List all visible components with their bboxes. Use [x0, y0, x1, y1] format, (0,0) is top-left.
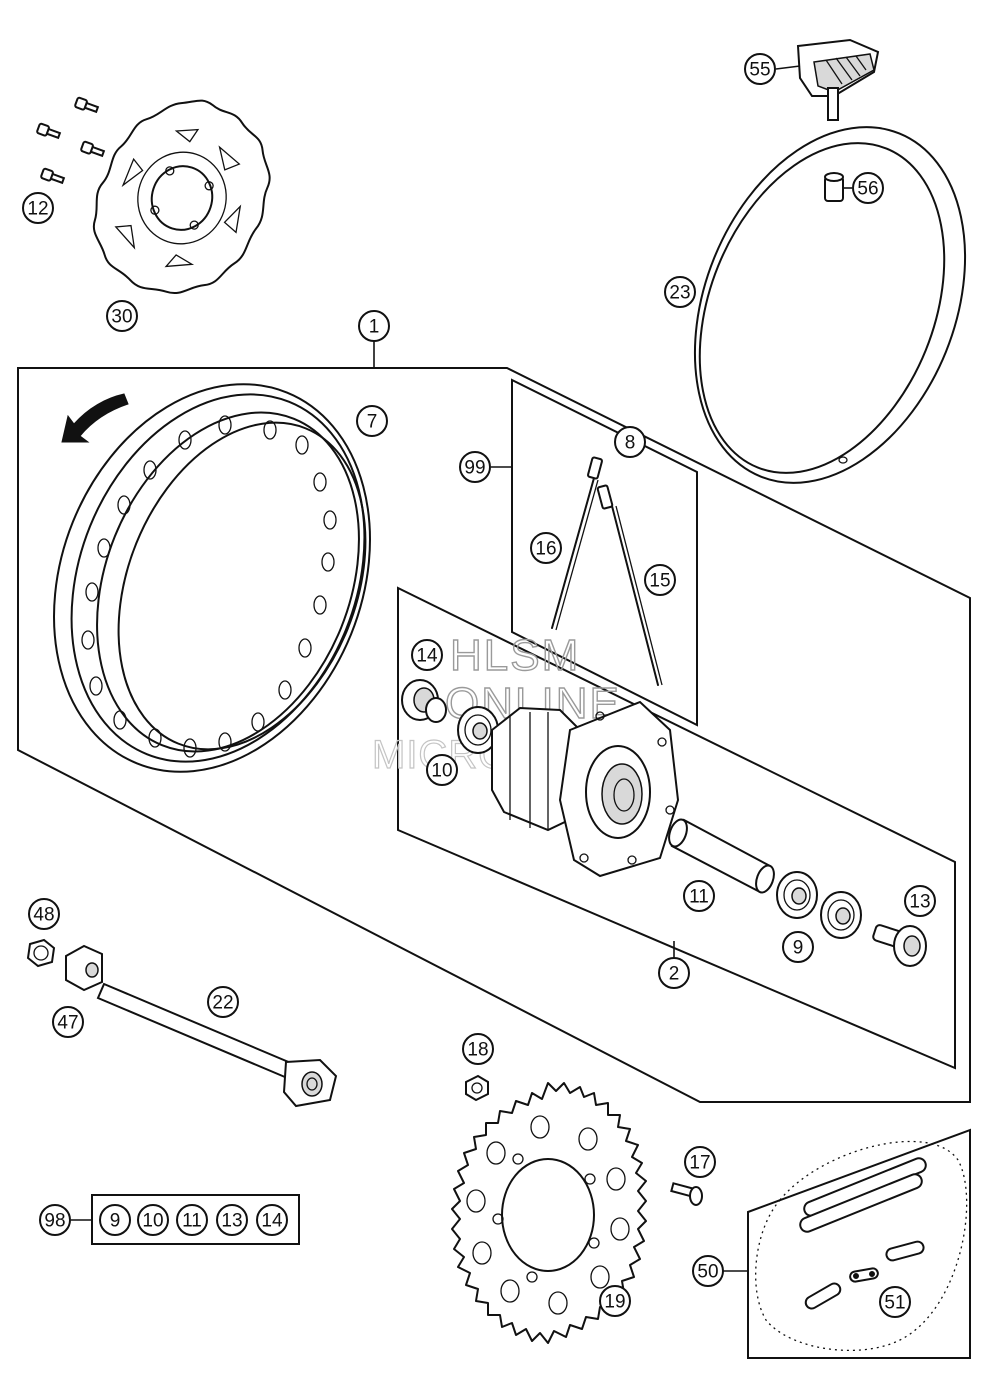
- callout-18: 18: [462, 1033, 494, 1065]
- callout-11: 11: [683, 880, 715, 912]
- callout-13: 13: [904, 885, 936, 917]
- svg-text:30: 30: [111, 307, 132, 328]
- kit-callout-11: 11: [176, 1204, 208, 1236]
- callout-7: 7: [356, 405, 388, 437]
- axle-nut: [26, 938, 56, 968]
- disc-bolts: [36, 96, 106, 185]
- svg-text:14: 14: [261, 1211, 283, 1232]
- callout-51: 51: [879, 1286, 911, 1318]
- callout-98: 98: [39, 1204, 71, 1236]
- chain-adjuster-left: [65, 944, 103, 992]
- chain-frame: [747, 1128, 971, 1359]
- callout-16: 16: [530, 532, 562, 564]
- svg-text:8: 8: [625, 433, 636, 454]
- wheel-hub: [491, 700, 680, 878]
- sprocket-nut: [465, 1074, 489, 1102]
- svg-text:HLSM: HLSM: [450, 631, 580, 680]
- kit-callout-9: 9: [99, 1204, 131, 1236]
- svg-text:98: 98: [44, 1211, 65, 1232]
- sprocket-bolt: [670, 1182, 703, 1206]
- callout-56: 56: [852, 172, 884, 204]
- svg-text:55: 55: [749, 60, 770, 81]
- spacer-bushing: [872, 924, 927, 967]
- callout-23: 23: [664, 276, 696, 308]
- kit-callout-10: 10: [137, 1204, 169, 1236]
- callout-1: 1: [358, 310, 390, 342]
- hub-assembly-frame: [397, 586, 956, 1070]
- callout-9: 9: [782, 931, 814, 963]
- svg-text:48: 48: [33, 905, 54, 926]
- svg-text:2: 2: [669, 964, 680, 985]
- svg-text:16: 16: [535, 539, 556, 560]
- drive-chain: [755, 1140, 968, 1351]
- svg-text:56: 56: [857, 179, 878, 200]
- leader-lines: [71, 65, 852, 1272]
- callout-14: 14: [411, 639, 443, 671]
- svg-text:18: 18: [467, 1040, 488, 1061]
- svg-text:19: 19: [604, 1292, 625, 1313]
- svg-text:14: 14: [416, 646, 438, 667]
- svg-text:99: 99: [464, 458, 485, 479]
- callout-19: 19: [599, 1285, 631, 1317]
- wheel-bearing-right: [776, 871, 862, 939]
- svg-text:17: 17: [689, 1153, 710, 1174]
- svg-text:11: 11: [182, 1211, 202, 1232]
- svg-text:13: 13: [909, 892, 930, 913]
- svg-text:13: 13: [221, 1211, 242, 1232]
- kit-callout-14: 14: [256, 1204, 288, 1236]
- rim-lock: [796, 38, 880, 121]
- svg-text:9: 9: [793, 938, 804, 959]
- svg-text:10: 10: [142, 1211, 163, 1232]
- svg-text:50: 50: [697, 1262, 718, 1283]
- rim: [53, 383, 371, 773]
- brake-disc: [92, 99, 271, 294]
- callout-10: 10: [426, 754, 458, 786]
- callout-15: 15: [644, 564, 676, 596]
- svg-text:7: 7: [367, 412, 378, 433]
- rear-sprocket: [451, 1082, 647, 1344]
- callout-8: 8: [614, 426, 646, 458]
- svg-text:12: 12: [27, 199, 48, 220]
- kit-callout-13: 13: [216, 1204, 248, 1236]
- callout-48: 48: [28, 898, 60, 930]
- rim-tape: [693, 126, 967, 484]
- callout-99: 99: [459, 451, 491, 483]
- valve-nut: [824, 172, 844, 202]
- callout-50: 50: [692, 1255, 724, 1287]
- svg-text:22: 22: [212, 993, 233, 1014]
- svg-text:11: 11: [689, 887, 709, 908]
- distance-tube: [668, 818, 775, 894]
- svg-text:15: 15: [649, 571, 670, 592]
- wheel-assembly-frame: [17, 367, 971, 1103]
- callout-30: 30: [106, 300, 138, 332]
- svg-text:51: 51: [884, 1293, 905, 1314]
- wheel-axle: [96, 982, 338, 1108]
- callout-17: 17: [684, 1146, 716, 1178]
- callout-55: 55: [744, 53, 776, 85]
- rotation-direction-arrow-icon: [61, 393, 129, 443]
- callout-47: 47: [52, 1006, 84, 1038]
- callout-22: 22: [207, 986, 239, 1018]
- svg-text:10: 10: [431, 761, 452, 782]
- spokes: [551, 456, 663, 686]
- svg-text:9: 9: [110, 1211, 121, 1232]
- svg-text:23: 23: [669, 283, 690, 304]
- shaft-seal-left: [401, 679, 447, 723]
- callout-2: 2: [658, 957, 690, 989]
- callout-12: 12: [22, 192, 54, 224]
- svg-text:1: 1: [369, 317, 380, 338]
- chain-master-link: [849, 1267, 879, 1283]
- svg-text:47: 47: [57, 1013, 78, 1034]
